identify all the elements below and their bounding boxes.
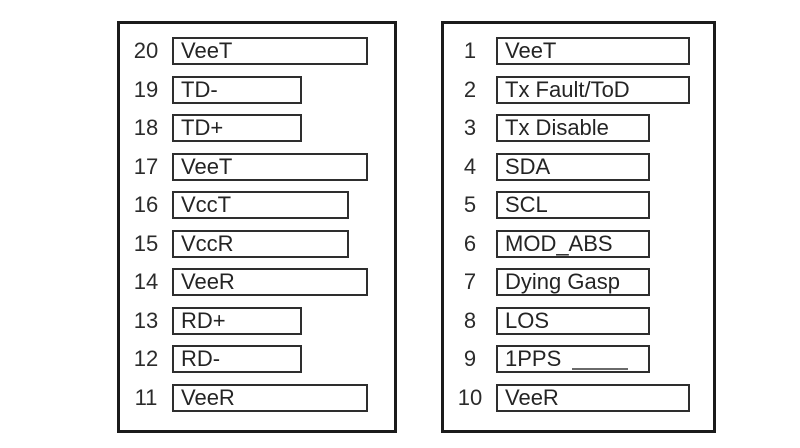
pin-number: 10 <box>457 384 483 410</box>
pin-number: 7 <box>463 269 477 294</box>
pin-label-box: RD- <box>172 345 302 373</box>
pin-label: SDA <box>505 153 551 179</box>
pin-number: 5 <box>463 192 477 217</box>
pin-row: 4 SDA <box>444 152 713 181</box>
pin-label-box: VccT <box>172 191 349 219</box>
pin-row: 15 VccR <box>120 229 394 258</box>
pin-row: 14 VeeR <box>120 268 394 296</box>
pin-row: 18 TD+ <box>120 114 394 142</box>
pin-label-box: VccR <box>172 229 349 258</box>
pin-number: 19 <box>133 76 159 102</box>
pin-label: RD- <box>181 346 221 371</box>
pin-label-box: TD+ <box>172 114 302 142</box>
pin-label-box: VeeT <box>172 37 368 65</box>
pin-label-box: Dying Gasp <box>496 268 650 296</box>
pin-number: 14 <box>133 269 159 294</box>
pin-label: VeeT <box>505 38 557 63</box>
pin-row: 8 LOS <box>444 306 713 335</box>
pin-label: VeeT <box>181 38 233 63</box>
pin-label: SCL <box>505 192 548 217</box>
pin-number: 11 <box>134 384 158 410</box>
pin-number: 17 <box>133 153 159 179</box>
pin-row: 12 RD- <box>120 345 394 373</box>
pin-number: 2 <box>463 76 477 102</box>
pin-row: 20 VeeT <box>120 37 394 65</box>
pin-number: 16 <box>133 192 159 217</box>
pin-row: 3 Tx Disable <box>444 114 713 142</box>
pin-number: 9 <box>463 346 477 371</box>
pin-rows-left: 20 VeeT 19 TD- 18 TD+ 17 VeeT 16 VccT 15… <box>120 24 394 412</box>
pin-label-box: LOS <box>496 306 650 335</box>
pin-label-box: TD- <box>172 75 302 104</box>
pin-label: LOS <box>505 307 550 333</box>
pin-number: 1 <box>463 38 477 63</box>
pin-label-box: SDA <box>496 152 650 181</box>
pin-number: 6 <box>463 230 477 256</box>
pin-label: Tx Fault/ToD <box>505 76 630 102</box>
pin-label: VeeT <box>181 153 233 179</box>
pin-label-box: VeeR <box>496 383 690 412</box>
pin-label-box: Tx Disable <box>496 114 650 142</box>
pin-label: VeeR <box>181 384 235 410</box>
pin-row: 7 Dying Gasp <box>444 268 713 296</box>
pin-label-box: VeeT <box>172 152 368 181</box>
pin-number: 4 <box>463 153 477 179</box>
pin-row: 17 VeeT <box>120 152 394 181</box>
pin-row: 16 VccT <box>120 191 394 219</box>
pin-label-box: MOD_ABS <box>496 229 650 258</box>
pin-row: 11 VeeR <box>120 383 394 412</box>
pin-row: 13 RD+ <box>120 306 394 335</box>
pin-label: VeeR <box>181 269 235 294</box>
pin-row: 1 VeeT <box>444 37 713 65</box>
pin-panel-left: 20 VeeT 19 TD- 18 TD+ 17 VeeT 16 VccT 15… <box>117 21 397 433</box>
pin-row: 19 TD- <box>120 75 394 104</box>
pin-label-box: VeeT <box>496 37 690 65</box>
pin-row: 2 Tx Fault/ToD <box>444 75 713 104</box>
pin-row: 9 1PPS <box>444 345 713 373</box>
pin-label-box: 1PPS <box>496 345 650 373</box>
pin-rows-right: 1 VeeT 2 Tx Fault/ToD 3 Tx Disable 4 SDA… <box>444 24 713 412</box>
pin-row: 10 VeeR <box>444 383 713 412</box>
pin-label: TD- <box>181 76 218 102</box>
pin-label: TD+ <box>181 115 224 140</box>
pin-label: VccR <box>181 230 234 256</box>
pin-label: Dying Gasp <box>505 269 620 294</box>
pin-label: MOD_ABS <box>505 230 613 256</box>
pin-label: VeeR <box>505 384 559 410</box>
pin-label-box: RD+ <box>172 306 302 335</box>
pin-number: 20 <box>133 38 159 63</box>
pin-number: 18 <box>133 115 159 140</box>
pin-label: Tx Disable <box>505 115 609 140</box>
pin-label: VccT <box>181 192 232 217</box>
pin-number: 12 <box>133 346 159 371</box>
pin-number: 3 <box>463 115 477 140</box>
pin-row: 5 SCL <box>444 191 713 219</box>
pin-row: 6 MOD_ABS <box>444 229 713 258</box>
pin-number: 15 <box>133 230 159 256</box>
pin-label-box: SCL <box>496 191 650 219</box>
pin-label: 1PPS <box>505 346 562 371</box>
pin-label: RD+ <box>181 307 226 333</box>
pin-label-box: Tx Fault/ToD <box>496 75 690 104</box>
pin-number: 13 <box>133 307 159 333</box>
pin-panel-right: 1 VeeT 2 Tx Fault/ToD 3 Tx Disable 4 SDA… <box>441 21 716 433</box>
pin-label-box: VeeR <box>172 383 368 412</box>
pin-number: 8 <box>463 307 477 333</box>
pin-label-box: VeeR <box>172 268 368 296</box>
underscore-tail <box>572 368 628 370</box>
